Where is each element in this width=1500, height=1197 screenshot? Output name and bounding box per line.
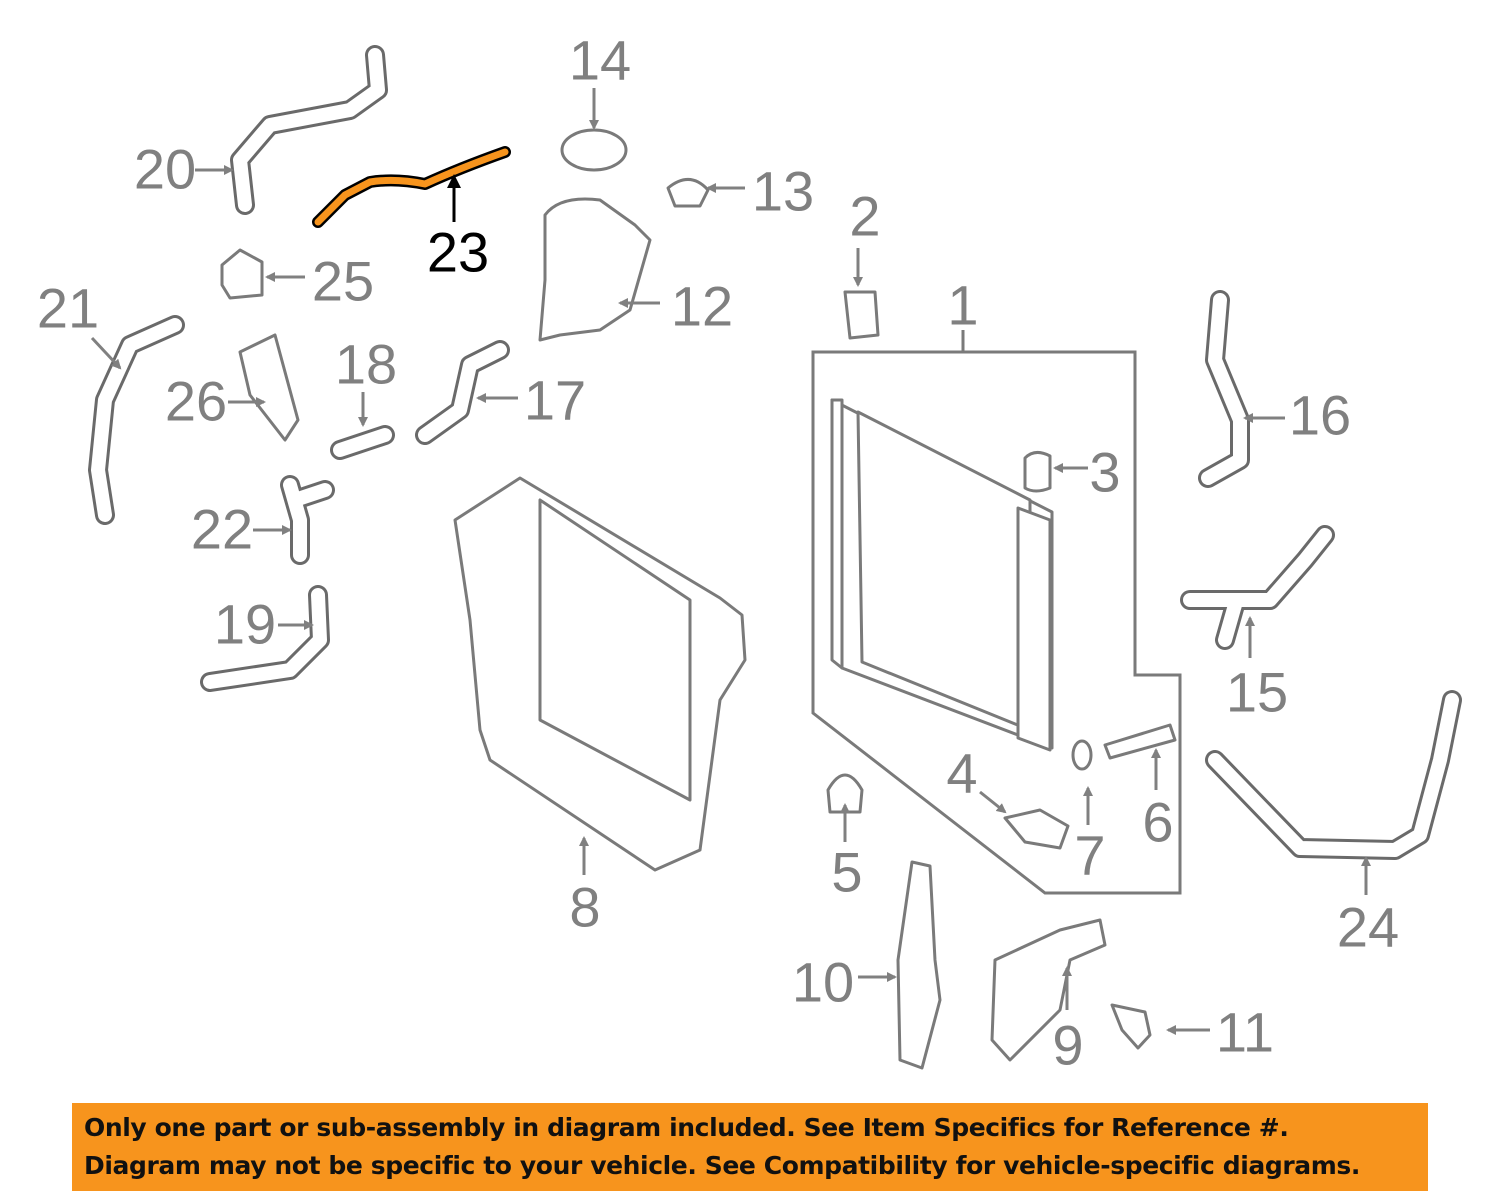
hoses [88,45,1462,860]
callout-4: 4 [946,742,977,805]
callout-9: 9 [1052,1014,1083,1077]
callout-2: 2 [849,185,880,248]
disclaimer-banner: Only one part or sub-assembly in diagram… [72,1103,1428,1191]
part-9-air-guide [990,918,1107,1062]
part-13-cap [666,178,710,208]
part-3-mount [1023,451,1052,493]
callout-10: 10 [792,951,854,1014]
callout-arrows [90,88,1371,1035]
callout-3: 3 [1089,441,1120,504]
callout-25: 25 [312,250,374,313]
callout-labels: 1 2 3 4 5 6 7 8 9 10 11 12 13 14 15 16 1… [37,29,1399,1077]
callout-20: 20 [134,138,196,201]
disclaimer-line-2: Diagram may not be specific to your vehi… [84,1151,1360,1180]
part-8-fan-shroud [453,476,747,872]
callout-24: 24 [1337,896,1399,959]
callout-18: 18 [335,333,397,396]
callout-6: 6 [1142,791,1173,854]
callout-12: 12 [671,275,733,338]
part-23-highlighted-hose[interactable] [312,146,511,228]
part-11-clip [1110,1003,1152,1050]
callout-14: 14 [569,29,631,92]
callout-19: 19 [214,593,276,656]
part-5-mount [826,773,864,814]
part-26-heat-shield [238,333,300,442]
part-2-drain-plug [843,290,880,340]
callout-15: 15 [1226,661,1288,724]
part-25-pump [220,248,264,300]
part-7-seal [1071,739,1093,771]
callout-16: 16 [1289,384,1351,447]
callout-8: 8 [569,876,600,939]
part-radiator [830,398,1054,752]
callout-22: 22 [191,498,253,561]
callout-7: 7 [1074,824,1105,887]
callout-1: 1 [947,274,978,337]
callout-17: 17 [524,369,586,432]
part-4-bracket [1003,808,1070,850]
part-10-side-guide [896,860,942,1070]
radiator-assembly-bracket [811,330,1182,895]
callout-23-highlighted: 23 [427,221,489,284]
disclaimer-line-1: Only one part or sub-assembly in diagram… [84,1113,1289,1142]
callout-13: 13 [752,160,814,223]
callout-11: 11 [1216,1001,1274,1064]
callout-26: 26 [165,370,227,433]
part-12-expansion-tank [538,197,652,342]
part-6-sensor [1103,723,1177,760]
callout-5: 5 [831,841,862,904]
parts-diagram: 1 2 3 4 5 6 7 8 9 10 11 12 13 14 15 16 1… [37,29,1462,1077]
part-14-cap [560,128,628,172]
callout-21: 21 [37,277,99,340]
